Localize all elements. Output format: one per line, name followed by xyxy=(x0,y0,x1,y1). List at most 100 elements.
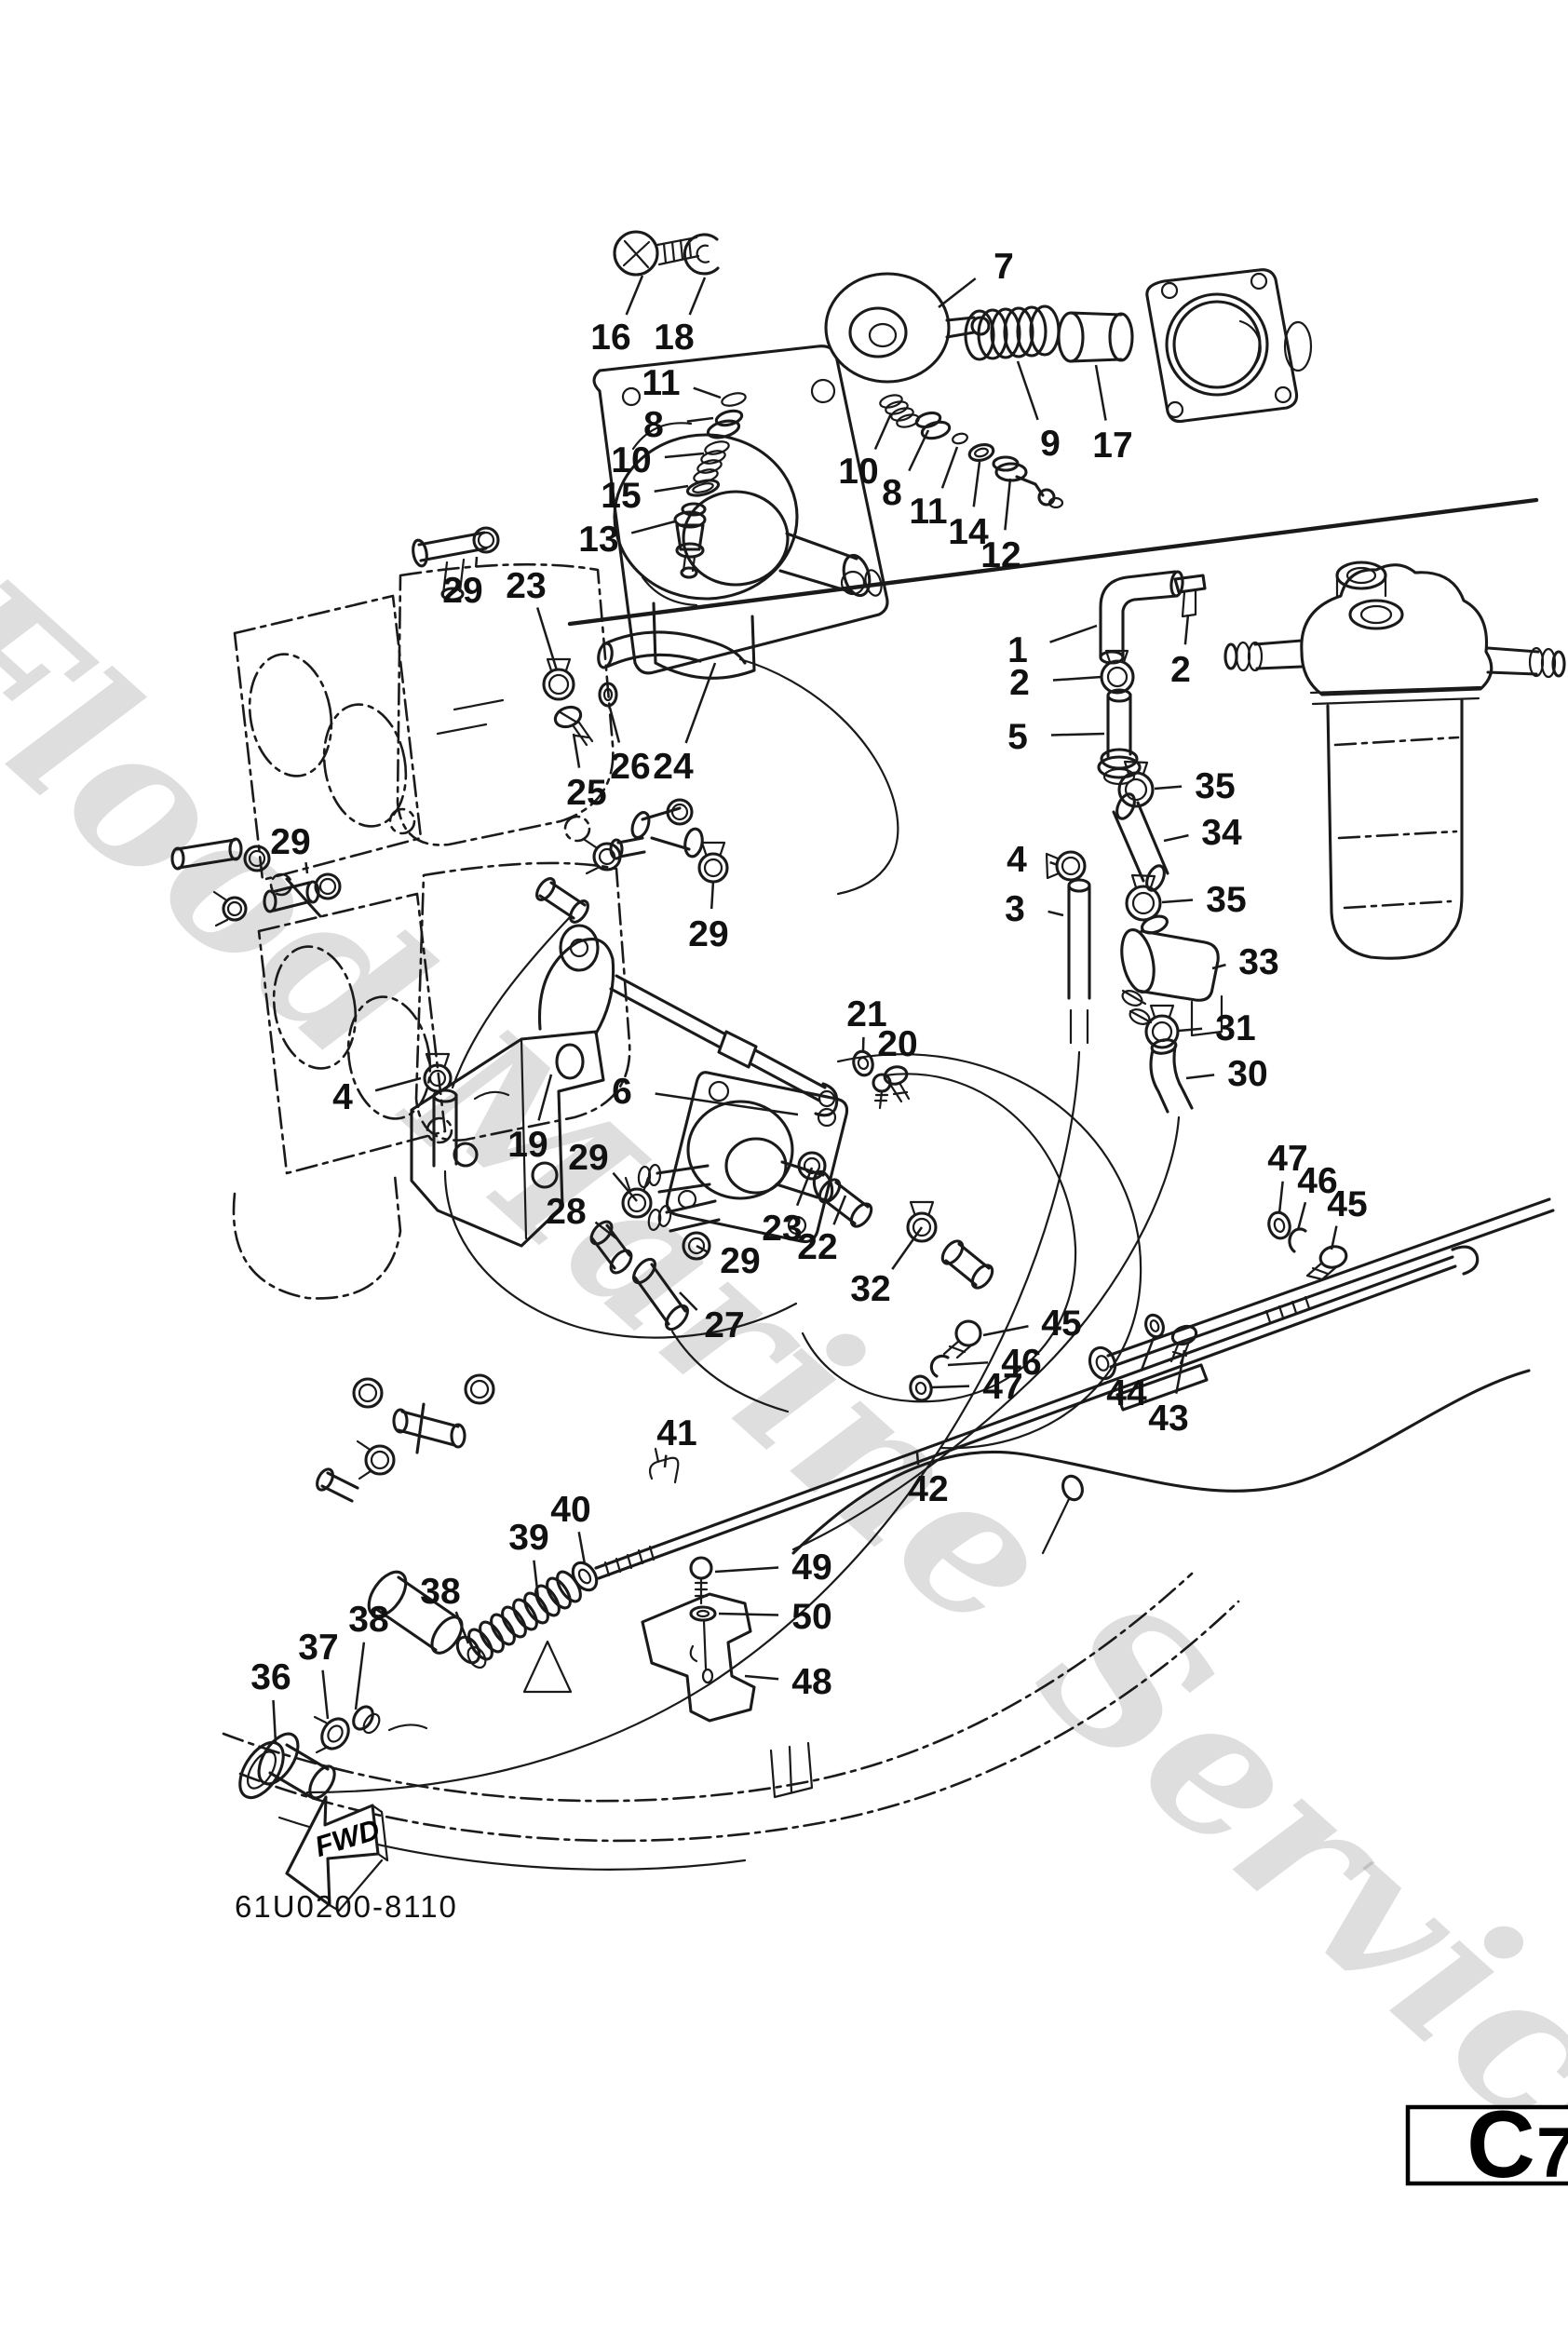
callout-leader xyxy=(574,734,579,768)
divider-line xyxy=(570,500,1536,624)
callout-leader xyxy=(797,1168,812,1206)
callout-leader xyxy=(1162,900,1193,902)
callout-leader xyxy=(579,1532,585,1564)
callout-leader xyxy=(631,521,675,533)
callout-leader xyxy=(1005,479,1010,530)
callout-leader xyxy=(1155,787,1182,789)
callout-leader xyxy=(687,418,713,422)
callout-number: 41 xyxy=(656,1413,696,1453)
callout-number: 28 xyxy=(546,1192,586,1232)
callout-leader xyxy=(745,1676,778,1679)
callout-leader xyxy=(1018,361,1038,420)
callout-leader xyxy=(931,1386,969,1387)
callout-leader xyxy=(715,1567,778,1572)
callout-number: 4 xyxy=(1007,840,1027,880)
callout-number: 34 xyxy=(1201,813,1242,853)
diaphragm-spring-cup xyxy=(826,274,1132,382)
callout-leader xyxy=(1186,1075,1214,1078)
callout-leader xyxy=(948,1362,988,1365)
callout-leader xyxy=(1279,1182,1283,1213)
callout-leader xyxy=(892,1227,922,1269)
callout-number: 37 xyxy=(298,1628,338,1668)
callout-leader xyxy=(909,430,928,471)
callout-number: 49 xyxy=(791,1548,831,1588)
callout-leader xyxy=(665,1455,666,1467)
callout-number: 6 xyxy=(612,1072,632,1112)
callout-leader xyxy=(719,1614,778,1615)
part-code: 61U0200-8110 xyxy=(235,1889,458,1924)
callout-leader xyxy=(655,486,688,492)
callout-number: 3 xyxy=(1005,889,1025,929)
callout-leader xyxy=(356,1642,364,1710)
callout-leader xyxy=(942,447,957,488)
callout-number: 29 xyxy=(270,822,310,862)
callout-number: 24 xyxy=(653,747,694,787)
page-code-number: 7 xyxy=(1536,2114,1568,2193)
callout-number: 32 xyxy=(850,1269,890,1309)
callout-number: 35 xyxy=(1206,880,1246,920)
pump-spring xyxy=(966,306,1059,359)
callout-number: 48 xyxy=(791,1662,831,1702)
callout-leader xyxy=(1048,912,1063,915)
callout-number: 38 xyxy=(420,1572,460,1612)
callout-number: 42 xyxy=(908,1469,948,1509)
callout-number: 43 xyxy=(1148,1399,1188,1439)
callout-number: 23 xyxy=(762,1209,802,1249)
callout-leader xyxy=(694,388,721,398)
callout-number: 8 xyxy=(643,405,664,445)
callout-number: 29 xyxy=(568,1138,608,1178)
callout-number: 11 xyxy=(642,363,680,403)
callout-number: 4 xyxy=(332,1077,353,1117)
callout-leader xyxy=(690,277,705,315)
callout-leader xyxy=(1096,365,1106,421)
callout-leader xyxy=(974,462,980,507)
callout-leader xyxy=(476,557,477,567)
callout-number: 2 xyxy=(1170,650,1191,690)
callout-number: 2 xyxy=(1009,663,1030,703)
callout-number: 26 xyxy=(610,747,650,787)
callout-number: 29 xyxy=(688,914,728,954)
callout-number: 20 xyxy=(877,1024,917,1064)
callout-leader xyxy=(305,862,307,873)
callout-number: 39 xyxy=(508,1518,548,1558)
callout-number: 8 xyxy=(882,473,902,513)
callout-leader xyxy=(917,1453,918,1465)
fuel-hoses xyxy=(425,659,1141,1448)
callout-number: 35 xyxy=(1195,766,1235,806)
callout-leader xyxy=(627,276,642,315)
callout-leader xyxy=(273,1700,276,1743)
callout-leader xyxy=(1212,965,1225,968)
callout-leader xyxy=(1179,1029,1202,1031)
cable-spring xyxy=(465,1568,586,1663)
callout-number: 33 xyxy=(1238,942,1278,982)
callout-number: 13 xyxy=(578,520,618,560)
callout-leader xyxy=(539,1075,551,1120)
callout-leader xyxy=(375,1078,421,1090)
callout-number: 5 xyxy=(1007,717,1028,757)
callout-number: 30 xyxy=(1227,1054,1267,1094)
fuel-filter-assembly xyxy=(1225,562,1564,958)
callout-leader xyxy=(1164,835,1188,841)
callout-leader xyxy=(875,413,891,449)
callout-number: 18 xyxy=(654,318,694,358)
pump-cover xyxy=(1147,270,1311,422)
mounting-screw-and-e-ring xyxy=(615,232,718,275)
callout-number: 10 xyxy=(611,440,651,480)
cable-anchor-bracket xyxy=(642,1558,754,1721)
callout-number: 40 xyxy=(550,1490,590,1530)
callout-number: 16 xyxy=(590,318,630,358)
callout-number: 38 xyxy=(348,1600,388,1640)
callout-number: 7 xyxy=(994,247,1014,287)
callout-number: 25 xyxy=(566,773,606,813)
callout-leader xyxy=(323,1670,328,1719)
callout-number: 45 xyxy=(1327,1184,1367,1224)
callout-number: 23 xyxy=(506,566,546,606)
callout-leader xyxy=(1053,677,1102,681)
page-code-box: C 7 xyxy=(1408,2091,1568,2197)
callout-number: 9 xyxy=(1040,424,1061,464)
callout-number: 36 xyxy=(250,1657,291,1697)
callout-leader xyxy=(1298,1202,1305,1230)
callout-number: 45 xyxy=(1041,1304,1081,1344)
page-code-letter: C xyxy=(1467,2091,1535,2197)
